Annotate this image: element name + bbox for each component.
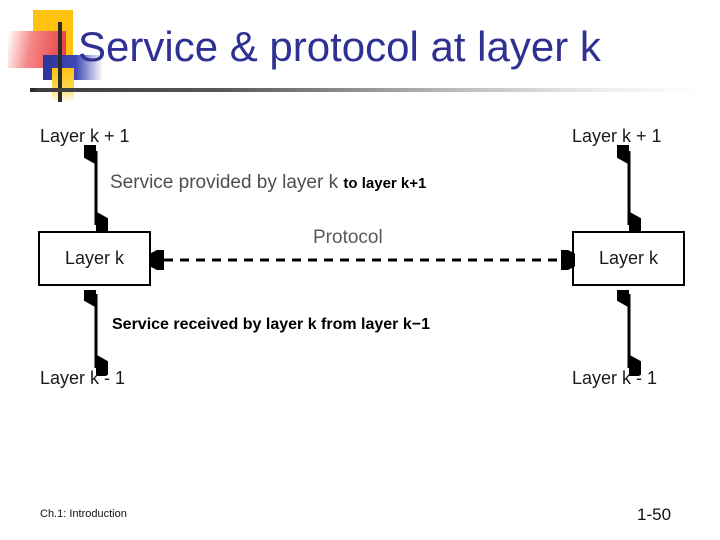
layer-service-protocol-diagram: Layer k + 1 Layer k Layer k - 1 La: [0, 112, 720, 412]
right-layer-k-plus-1-label: Layer k + 1: [572, 126, 662, 146]
right-upper-double-arrow: [617, 145, 641, 231]
left-lower-double-arrow: [84, 290, 108, 376]
left-layer-k-plus-1-label: Layer k + 1: [40, 126, 130, 146]
left-layer-k-minus-1-label: Layer k - 1: [40, 368, 126, 388]
footer-chapter-label: Ch.1: Introduction: [40, 508, 127, 520]
title-underline-rule: [36, 88, 702, 92]
service-received-caption: Service received by layer k from layer k…: [112, 316, 430, 333]
service-provided-bold-text: to layer k+1: [343, 175, 427, 192]
right-lower-double-arrow: [617, 290, 641, 376]
service-provided-main-text: Service provided by layer k: [110, 172, 339, 193]
left-layer-k-box: Layer k: [38, 231, 151, 286]
right-layer-k-box: Layer k: [572, 231, 685, 286]
decoration-vertical-line: [58, 22, 62, 102]
footer-page-number: 1-50: [637, 505, 672, 524]
page-title: Service & protocol at layer k: [78, 23, 601, 70]
service-provided-caption: Service provided by layer k to layer k+1: [110, 172, 426, 194]
left-upper-double-arrow: [84, 145, 108, 231]
decoration-yellow-lower-bar: [52, 68, 74, 102]
left-layer-k-box-label: Layer k: [64, 248, 125, 268]
protocol-caption: Protocol: [313, 227, 383, 248]
protocol-dashed-double-arrow: [150, 250, 575, 270]
right-layer-k-minus-1-label: Layer k - 1: [572, 368, 658, 388]
right-layer-k-box-label: Layer k: [598, 248, 659, 268]
